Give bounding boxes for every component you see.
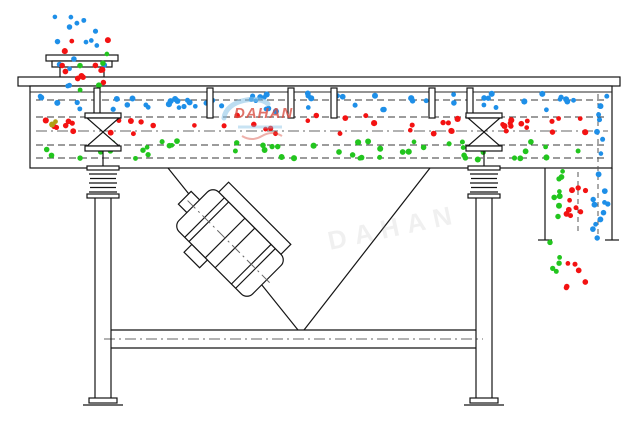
left-suspension	[84, 112, 122, 199]
foot-plate	[469, 397, 499, 404]
spring-coil	[89, 173, 117, 193]
right-suspension	[465, 112, 503, 199]
spring-coil	[470, 173, 498, 193]
logo-swirl	[221, 96, 271, 121]
particles-mid-red-fall	[563, 185, 589, 291]
spring-top-plate	[84, 112, 122, 119]
cross-beam	[104, 329, 483, 349]
logo-text: DAHAN	[234, 105, 293, 122]
logo-squiggle	[241, 132, 283, 140]
hanger-bars	[93, 87, 474, 119]
particles-fines-green-fall	[547, 169, 565, 274]
particles-mid-deck-red	[42, 112, 589, 137]
particles-stray-yellow	[49, 119, 58, 128]
motor-terminal-box	[183, 243, 209, 269]
discharge-chute	[538, 94, 619, 241]
foot-plate	[88, 397, 118, 404]
particles-inlet-red	[59, 37, 111, 86]
faint-watermark-text: DAHAN	[325, 199, 462, 256]
top-cover	[17, 76, 621, 87]
left-leg	[83, 198, 123, 406]
vibration-motor	[176, 181, 292, 297]
right-leg	[464, 198, 504, 406]
particles-inlet-green	[77, 51, 110, 93]
particles-overflow-blue-fall	[590, 93, 611, 241]
particles-inlet-blue	[52, 14, 108, 89]
